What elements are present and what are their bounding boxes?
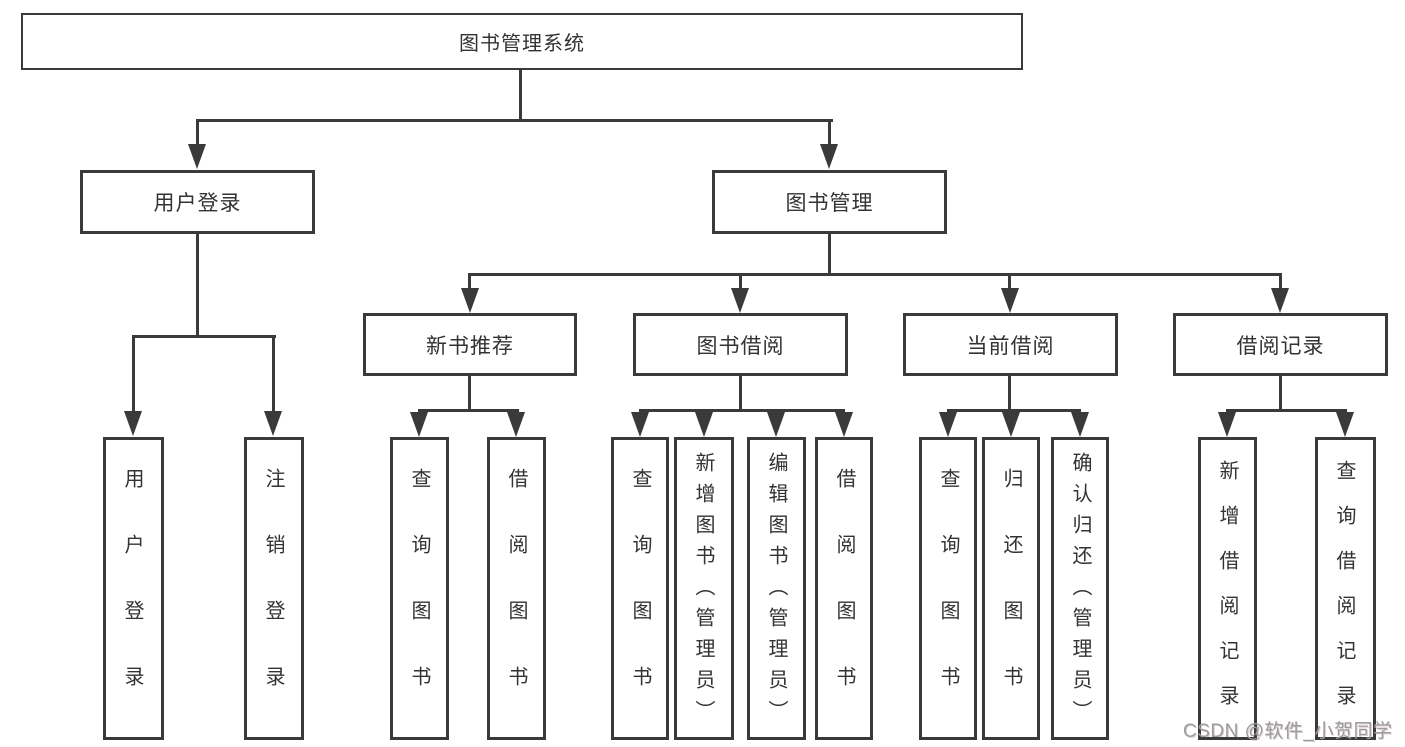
connector-line — [468, 273, 471, 291]
arrowhead-down-icon — [939, 412, 957, 437]
arrowhead-down-icon — [264, 411, 282, 436]
leaf-borrow-books: 借阅图书 — [815, 437, 873, 740]
arrowhead-down-icon — [124, 411, 142, 436]
leaf-user-login: 用户登录 — [103, 437, 164, 740]
leaf-borrow-books-recommend: 借阅图书 — [487, 437, 546, 740]
node-library-management-system: 图书管理系统 — [21, 13, 1023, 70]
arrowhead-down-icon — [820, 144, 838, 169]
arrowhead-down-icon — [835, 412, 853, 437]
leaf-return-books: 归还图书 — [982, 437, 1040, 740]
leaf-add-borrow-record: 新增借阅记录 — [1198, 437, 1257, 740]
leaf-edit-books-admin: 编辑图书（管理员） — [747, 437, 806, 740]
connector-line — [828, 119, 831, 147]
connector-line — [947, 409, 1081, 412]
arrowhead-down-icon — [1271, 288, 1289, 313]
arrowhead-down-icon — [1218, 412, 1236, 437]
connector-line — [1008, 374, 1011, 411]
arrowhead-down-icon — [188, 144, 206, 169]
arrowhead-down-icon — [1336, 412, 1354, 437]
node-book-management-branch: 图书管理 — [712, 170, 947, 234]
node-user-login-branch: 用户登录 — [80, 170, 315, 234]
arrowhead-down-icon — [695, 412, 713, 437]
node-current-borrowing: 当前借阅 — [903, 313, 1118, 376]
arrowhead-down-icon — [731, 288, 749, 313]
leaf-logout: 注销登录 — [244, 437, 304, 740]
leaf-add-books-admin: 新增图书（管理员） — [674, 437, 734, 740]
arrowhead-down-icon — [1002, 412, 1020, 437]
connector-line — [1226, 409, 1347, 412]
arrowhead-down-icon — [461, 288, 479, 313]
node-new-book-recommendation: 新书推荐 — [363, 313, 577, 376]
connector-line — [639, 409, 845, 412]
leaf-confirm-return-admin: 确认归还（管理员） — [1051, 437, 1109, 740]
connector-line — [196, 119, 199, 147]
leaf-query-borrow-record: 查询借阅记录 — [1315, 437, 1376, 740]
leaf-query-books-borrowing: 查询图书 — [611, 437, 669, 740]
connector-line — [519, 68, 522, 121]
connector-line — [1279, 374, 1282, 411]
arrowhead-down-icon — [1001, 288, 1019, 313]
arrowhead-down-icon — [1071, 412, 1089, 437]
node-book-borrowing: 图书借阅 — [633, 313, 848, 376]
connector-line — [1008, 273, 1011, 291]
leaf-query-books-current: 查询图书 — [919, 437, 977, 740]
connector-line — [418, 409, 519, 412]
connector-line — [272, 335, 275, 414]
connector-line — [468, 273, 1282, 276]
connector-line — [132, 335, 276, 338]
connector-line — [196, 119, 833, 122]
csdn-watermark: CSDN @软件_小贺同学 — [1183, 721, 1393, 742]
arrowhead-down-icon — [410, 412, 428, 437]
arrowhead-down-icon — [767, 412, 785, 437]
arrowhead-down-icon — [507, 412, 525, 437]
connector-line — [132, 335, 135, 414]
connector-line — [196, 232, 199, 338]
connector-line — [739, 374, 742, 411]
arrowhead-down-icon — [631, 412, 649, 437]
connector-line — [828, 232, 831, 276]
connector-line — [739, 273, 742, 291]
connector-line — [468, 374, 471, 411]
connector-line — [1279, 273, 1282, 291]
node-borrowing-records: 借阅记录 — [1173, 313, 1388, 376]
leaf-query-books-recommend: 查询图书 — [390, 437, 449, 740]
